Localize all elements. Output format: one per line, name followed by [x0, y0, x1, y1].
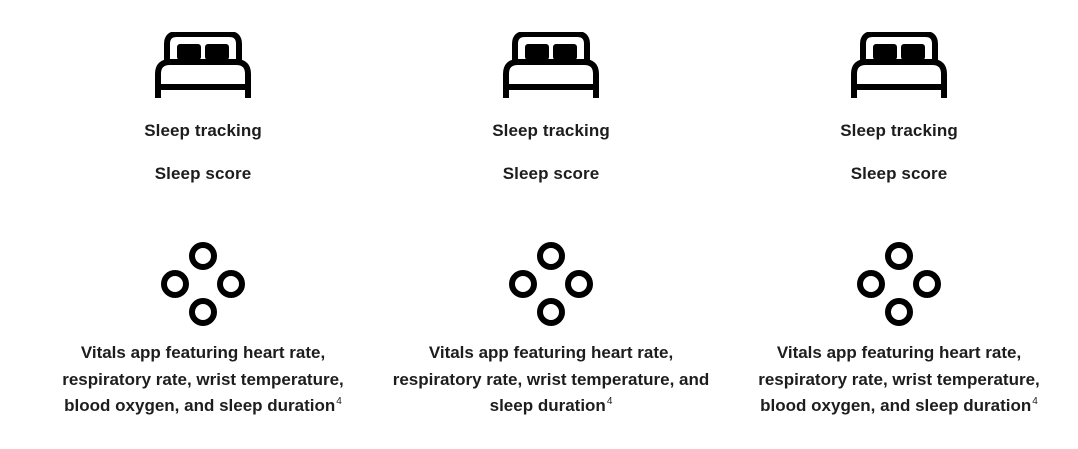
footnote-marker[interactable]: 4: [1032, 396, 1038, 407]
sleep-tracking-label: Sleep tracking: [840, 121, 958, 140]
bed-icon: [851, 32, 947, 98]
bed-icon: [155, 32, 251, 98]
sleep-tracking-label: Sleep tracking: [144, 121, 262, 140]
vitals-description: Vitals app featuring heart rate, respira…: [43, 340, 363, 420]
vitals-description-text: Vitals app featuring heart rate, respira…: [62, 343, 344, 415]
comparison-column: Sleep tracking Sleep score Vitals app fe…: [43, 0, 363, 449]
footnote-marker[interactable]: 4: [606, 396, 613, 407]
vitals-description: Vitals app featuring heart rate, respira…: [739, 340, 1059, 420]
vitals-description-text: Vitals app featuring heart rate, respira…: [392, 343, 710, 415]
vitals-icon: [161, 242, 245, 326]
comparison-column: Sleep tracking Sleep score Vitals app fe…: [391, 0, 711, 449]
sleep-score-label: Sleep score: [502, 164, 600, 183]
sleep-tracking-label: Sleep tracking: [492, 121, 610, 140]
vitals-icon: [509, 242, 593, 326]
footnote-marker[interactable]: 4: [336, 396, 342, 407]
sleep-score-label: Sleep score: [154, 164, 252, 183]
vitals-icon: [857, 242, 941, 326]
bed-icon: [503, 32, 599, 98]
sleep-score-label: Sleep score: [850, 164, 948, 183]
comparison-column: Sleep tracking Sleep score Vitals app fe…: [739, 0, 1059, 449]
vitals-description-text: Vitals app featuring heart rate, respira…: [758, 343, 1040, 415]
vitals-description: Vitals app featuring heart rate, respira…: [391, 340, 711, 420]
